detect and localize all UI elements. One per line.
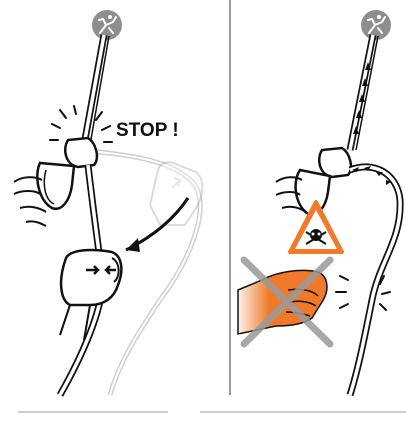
ghost-hand-icon: [150, 162, 202, 225]
warning-skull-icon: [290, 202, 342, 252]
stop-caption: STOP !: [116, 120, 179, 141]
impact-marks: [50, 106, 112, 142]
climber-icon: [92, 10, 122, 40]
right-panel: [238, 10, 400, 395]
climber-icon-right: [361, 10, 391, 40]
belay-device-icon-right: [296, 148, 351, 215]
left-panel: STOP !: [14, 10, 202, 395]
impact-marks-right: [336, 276, 390, 310]
